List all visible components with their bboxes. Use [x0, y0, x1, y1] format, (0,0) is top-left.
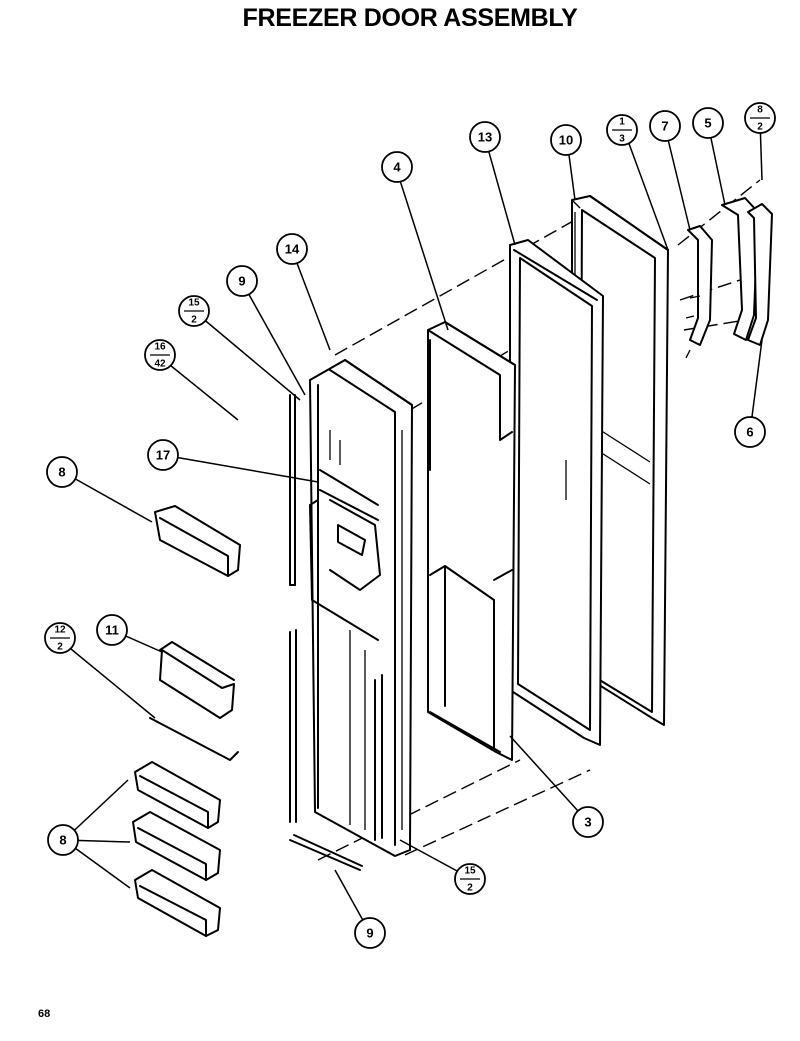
- callout-11: 11: [96, 614, 128, 646]
- callout-15-2-lower: 15 2: [454, 863, 486, 895]
- callout-8-lower-bins: 8: [47, 824, 79, 856]
- callout-16-42: 16 42: [144, 339, 176, 371]
- callout-top: 15: [188, 298, 200, 309]
- callout-label: 14: [285, 242, 300, 257]
- handle-assembly: [685, 197, 773, 359]
- callout-label: 4: [393, 160, 401, 175]
- inner-liner: [427, 321, 516, 761]
- door-gasket: [509, 239, 604, 746]
- callout-9-lower: 9: [354, 917, 386, 949]
- callout-label: 9: [238, 274, 245, 289]
- callout-bottom: 2: [57, 642, 63, 653]
- callout-label: 17: [156, 448, 170, 463]
- callout-bottom: 42: [154, 359, 166, 370]
- callout-13: 13: [469, 121, 501, 153]
- callout-1-3: 1 3: [606, 114, 638, 146]
- callout-12-2: 12 2: [44, 622, 76, 654]
- callout-label: 3: [584, 815, 591, 830]
- callout-label: 8: [58, 465, 65, 480]
- diagram-title: FREEZER DOOR ASSEMBLY: [242, 4, 578, 32]
- callout-top: 16: [154, 342, 166, 353]
- callout-3: 3: [572, 806, 604, 838]
- callout-label: 7: [661, 119, 668, 134]
- callout-label: 8: [59, 833, 66, 848]
- callout-label: 6: [746, 425, 753, 440]
- callout-6: 6: [734, 416, 766, 448]
- callout-8-2: 8 2: [744, 102, 776, 134]
- callout-14: 14: [276, 233, 308, 265]
- callout-label: 5: [704, 116, 711, 131]
- callout-label: 9: [366, 926, 373, 941]
- callout-bottom: 3: [619, 134, 625, 145]
- callout-top: 15: [464, 866, 476, 877]
- callout-label: 11: [105, 623, 119, 638]
- callout-label: 10: [559, 133, 573, 148]
- callout-15-2-upper: 15 2: [178, 295, 210, 327]
- door-bins: [132, 505, 241, 937]
- callout-10: 10: [550, 124, 582, 156]
- callout-9-upper: 9: [226, 265, 258, 297]
- callout-bottom: 2: [191, 315, 197, 326]
- callout-label: 13: [478, 130, 492, 145]
- trim-strips: [289, 394, 383, 871]
- callout-8-top-bin: 8: [46, 456, 78, 488]
- callout-17: 17: [147, 439, 179, 471]
- callout-bottom: 2: [467, 883, 473, 894]
- callout-top: 12: [54, 625, 66, 636]
- callout-4: 4: [381, 151, 413, 183]
- callout-top: 8: [757, 105, 763, 116]
- callout-top: 1: [619, 117, 625, 128]
- callout-bottom: 2: [757, 122, 763, 133]
- callout-5: 5: [692, 107, 724, 139]
- door-frame: [309, 359, 413, 857]
- callout-7: 7: [649, 110, 681, 142]
- page-number: 68: [38, 1008, 51, 1020]
